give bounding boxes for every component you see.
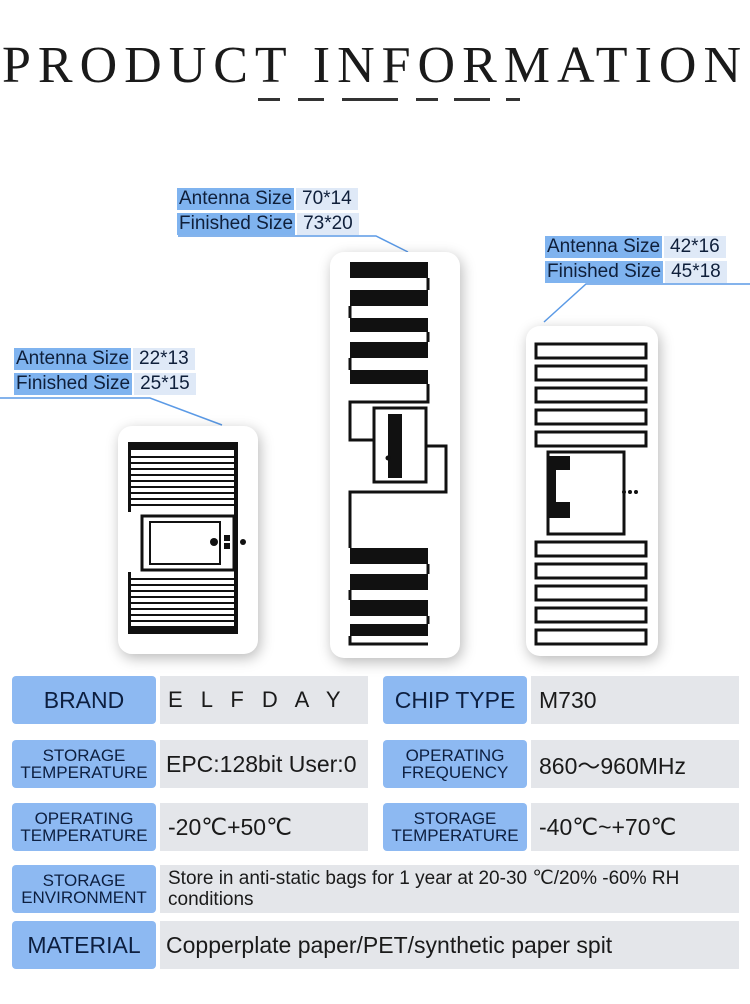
key-line-1: STORAGE (42, 871, 126, 890)
antenna-size-value: 22*13 (133, 348, 195, 370)
medium-tag-antenna-label: Antenna Size 42*16 (545, 236, 726, 258)
key-line-1: OPERATING (34, 809, 134, 828)
storage-temperature-value: EPC:128bit User:0 (160, 740, 368, 788)
antenna-size-key: Antenna Size (177, 188, 295, 210)
leader-line-small (0, 397, 223, 426)
storage-temperature-range-key: STORAGE TEMPERATURE (383, 803, 527, 851)
leader-line-medium (543, 283, 750, 323)
antenna-size-key: Antenna Size (545, 236, 663, 258)
finished-size-key: Finished Size (14, 373, 133, 395)
material-key: MATERIAL (12, 921, 156, 969)
key-line-1: OPERATING (405, 746, 505, 765)
tall-tag-antenna-label: Antenna Size 70*14 (177, 188, 358, 210)
brand-value: E L F D A Y (160, 676, 368, 724)
antenna-pattern-medium (534, 342, 648, 646)
medium-tag-finished-label: Finished Size 45*18 (545, 261, 727, 283)
key-line-2: TEMPERATURE (20, 763, 148, 782)
storage-temperature-range-value: -40℃~+70℃ (531, 803, 739, 851)
tall-tag-finished-label: Finished Size 73*20 (177, 213, 359, 235)
small-tag-antenna-label: Antenna Size 22*13 (14, 348, 195, 370)
operating-frequency-value: 860～960MHz (531, 740, 739, 788)
antenna-size-key: Antenna Size (14, 348, 132, 370)
key-line-2: ENVIRONMENT (21, 888, 147, 907)
key-line-2: TEMPERATURE (20, 826, 148, 845)
rfid-tag-small-image (118, 426, 258, 654)
brand-key: BRAND (12, 676, 156, 724)
title-underline (258, 98, 520, 101)
key-line-1: STORAGE (42, 746, 126, 765)
key-line-1: STORAGE (413, 809, 497, 828)
finished-size-key: Finished Size (545, 261, 664, 283)
key-line-2: FREQUENCY (401, 763, 509, 782)
leader-lines (0, 235, 750, 426)
finished-size-value: 73*20 (297, 213, 359, 235)
leader-line-tall (178, 235, 409, 253)
product-stage: Antenna Size 22*13 Finished Size 25*15 A… (0, 180, 750, 670)
antenna-size-value: 70*14 (296, 188, 358, 210)
chip-type-value: M730 (531, 676, 739, 724)
operating-frequency-key: OPERATING FREQUENCY (383, 740, 527, 788)
antenna-size-value: 42*16 (664, 236, 726, 258)
storage-environment-key: STORAGE ENVIRONMENT (12, 865, 156, 913)
finished-size-value: 25*15 (134, 373, 196, 395)
storage-temperature-key: STORAGE TEMPERATURE (12, 740, 156, 788)
finished-size-key: Finished Size (177, 213, 296, 235)
rfid-tag-tall-image (330, 252, 460, 658)
storage-environment-value: Store in anti-static bags for 1 year at … (160, 865, 739, 913)
antenna-pattern-tall (348, 262, 448, 646)
small-tag-finished-label: Finished Size 25*15 (14, 373, 196, 395)
chip-type-key: CHIP TYPE (383, 676, 527, 724)
operating-temperature-value: -20℃+50℃ (160, 803, 368, 851)
rfid-tag-medium-image (526, 326, 658, 656)
finished-size-value: 45*18 (665, 261, 727, 283)
operating-temperature-key: OPERATING TEMPERATURE (12, 803, 156, 851)
page-title: PRODUCT INFORMATION (1, 37, 748, 94)
antenna-pattern-small (128, 442, 246, 634)
key-line-2: TEMPERATURE (391, 826, 519, 845)
material-value: Copperplate paper/PET/synthetic paper sp… (160, 921, 739, 969)
